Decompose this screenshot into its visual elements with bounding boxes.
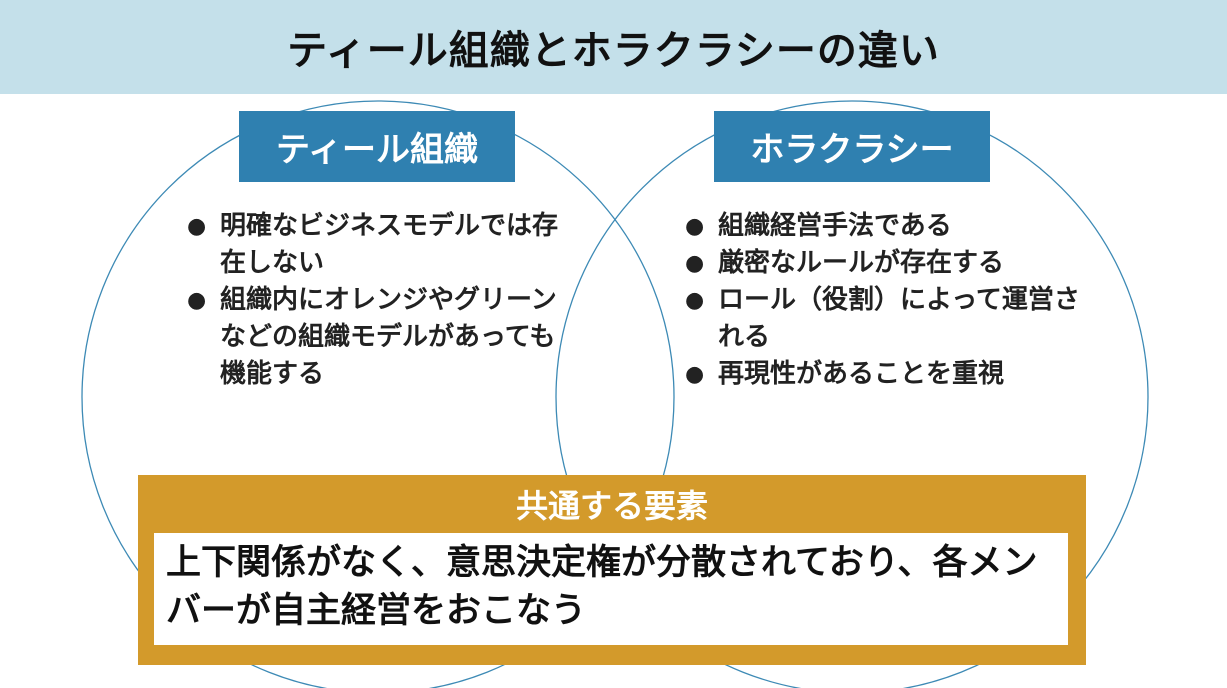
list-item: ● 組織内にオレンジやグリーンなどの組織モデルがあっても機能する [187,282,567,393]
list-item-text: 組織内にオレンジやグリーンなどの組織モデルがあっても機能する [220,285,557,389]
holacracy-list: ● 組織経営手法である ● 厳密なルールが存在する ● ロール（役割）によって運… [685,208,1085,393]
bullet-icon: ● [685,288,705,313]
common-elements-box: 共通する要素 上下関係がなく、意思決定権が分散されており、各メンバーが自主経営を… [138,475,1086,665]
title-bar: ティール組織とホラクラシーの違い [0,0,1227,94]
bullet-icon: ● [187,214,207,239]
list-item: ● 組織経営手法である [685,208,1085,245]
slide-title: ティール組織とホラクラシーの違い [287,28,940,74]
teal-organization-label: ティール組織 [239,111,515,182]
list-item-text: 組織経営手法である [718,211,952,241]
list-item-text: 厳密なルールが存在する [718,248,1005,278]
list-item-text: 明確なビジネスモデルでは存在しない [220,211,559,278]
list-item-text: ロール（役割）によって運営される [718,285,1080,352]
bullet-icon: ● [685,214,705,239]
list-item: ● 厳密なルールが存在する [685,245,1085,282]
list-item: ● 明確なビジネスモデルでは存在しない [187,208,567,282]
teal-organization-list: ● 明確なビジネスモデルでは存在しない ● 組織内にオレンジやグリーンなどの組織… [187,208,567,393]
common-elements-text: 上下関係がなく、意思決定権が分散されており、各メンバーが自主経営をおこなう [166,543,1038,631]
common-elements-panel: 上下関係がなく、意思決定権が分散されており、各メンバーが自主経営をおこなう [154,533,1068,645]
list-item-text: 再現性があることを重視 [718,359,1005,389]
common-elements-title: 共通する要素 [515,487,708,525]
list-item: ● 再現性があることを重視 [685,356,1085,393]
bullet-icon: ● [685,251,705,276]
left-circle [81,100,675,688]
bullet-icon: ● [685,362,705,387]
list-item: ● ロール（役割）によって運営される [685,282,1085,356]
bullet-icon: ● [187,288,207,313]
right-circle [555,100,1149,688]
holacracy-label: ホラクラシー [714,111,990,182]
